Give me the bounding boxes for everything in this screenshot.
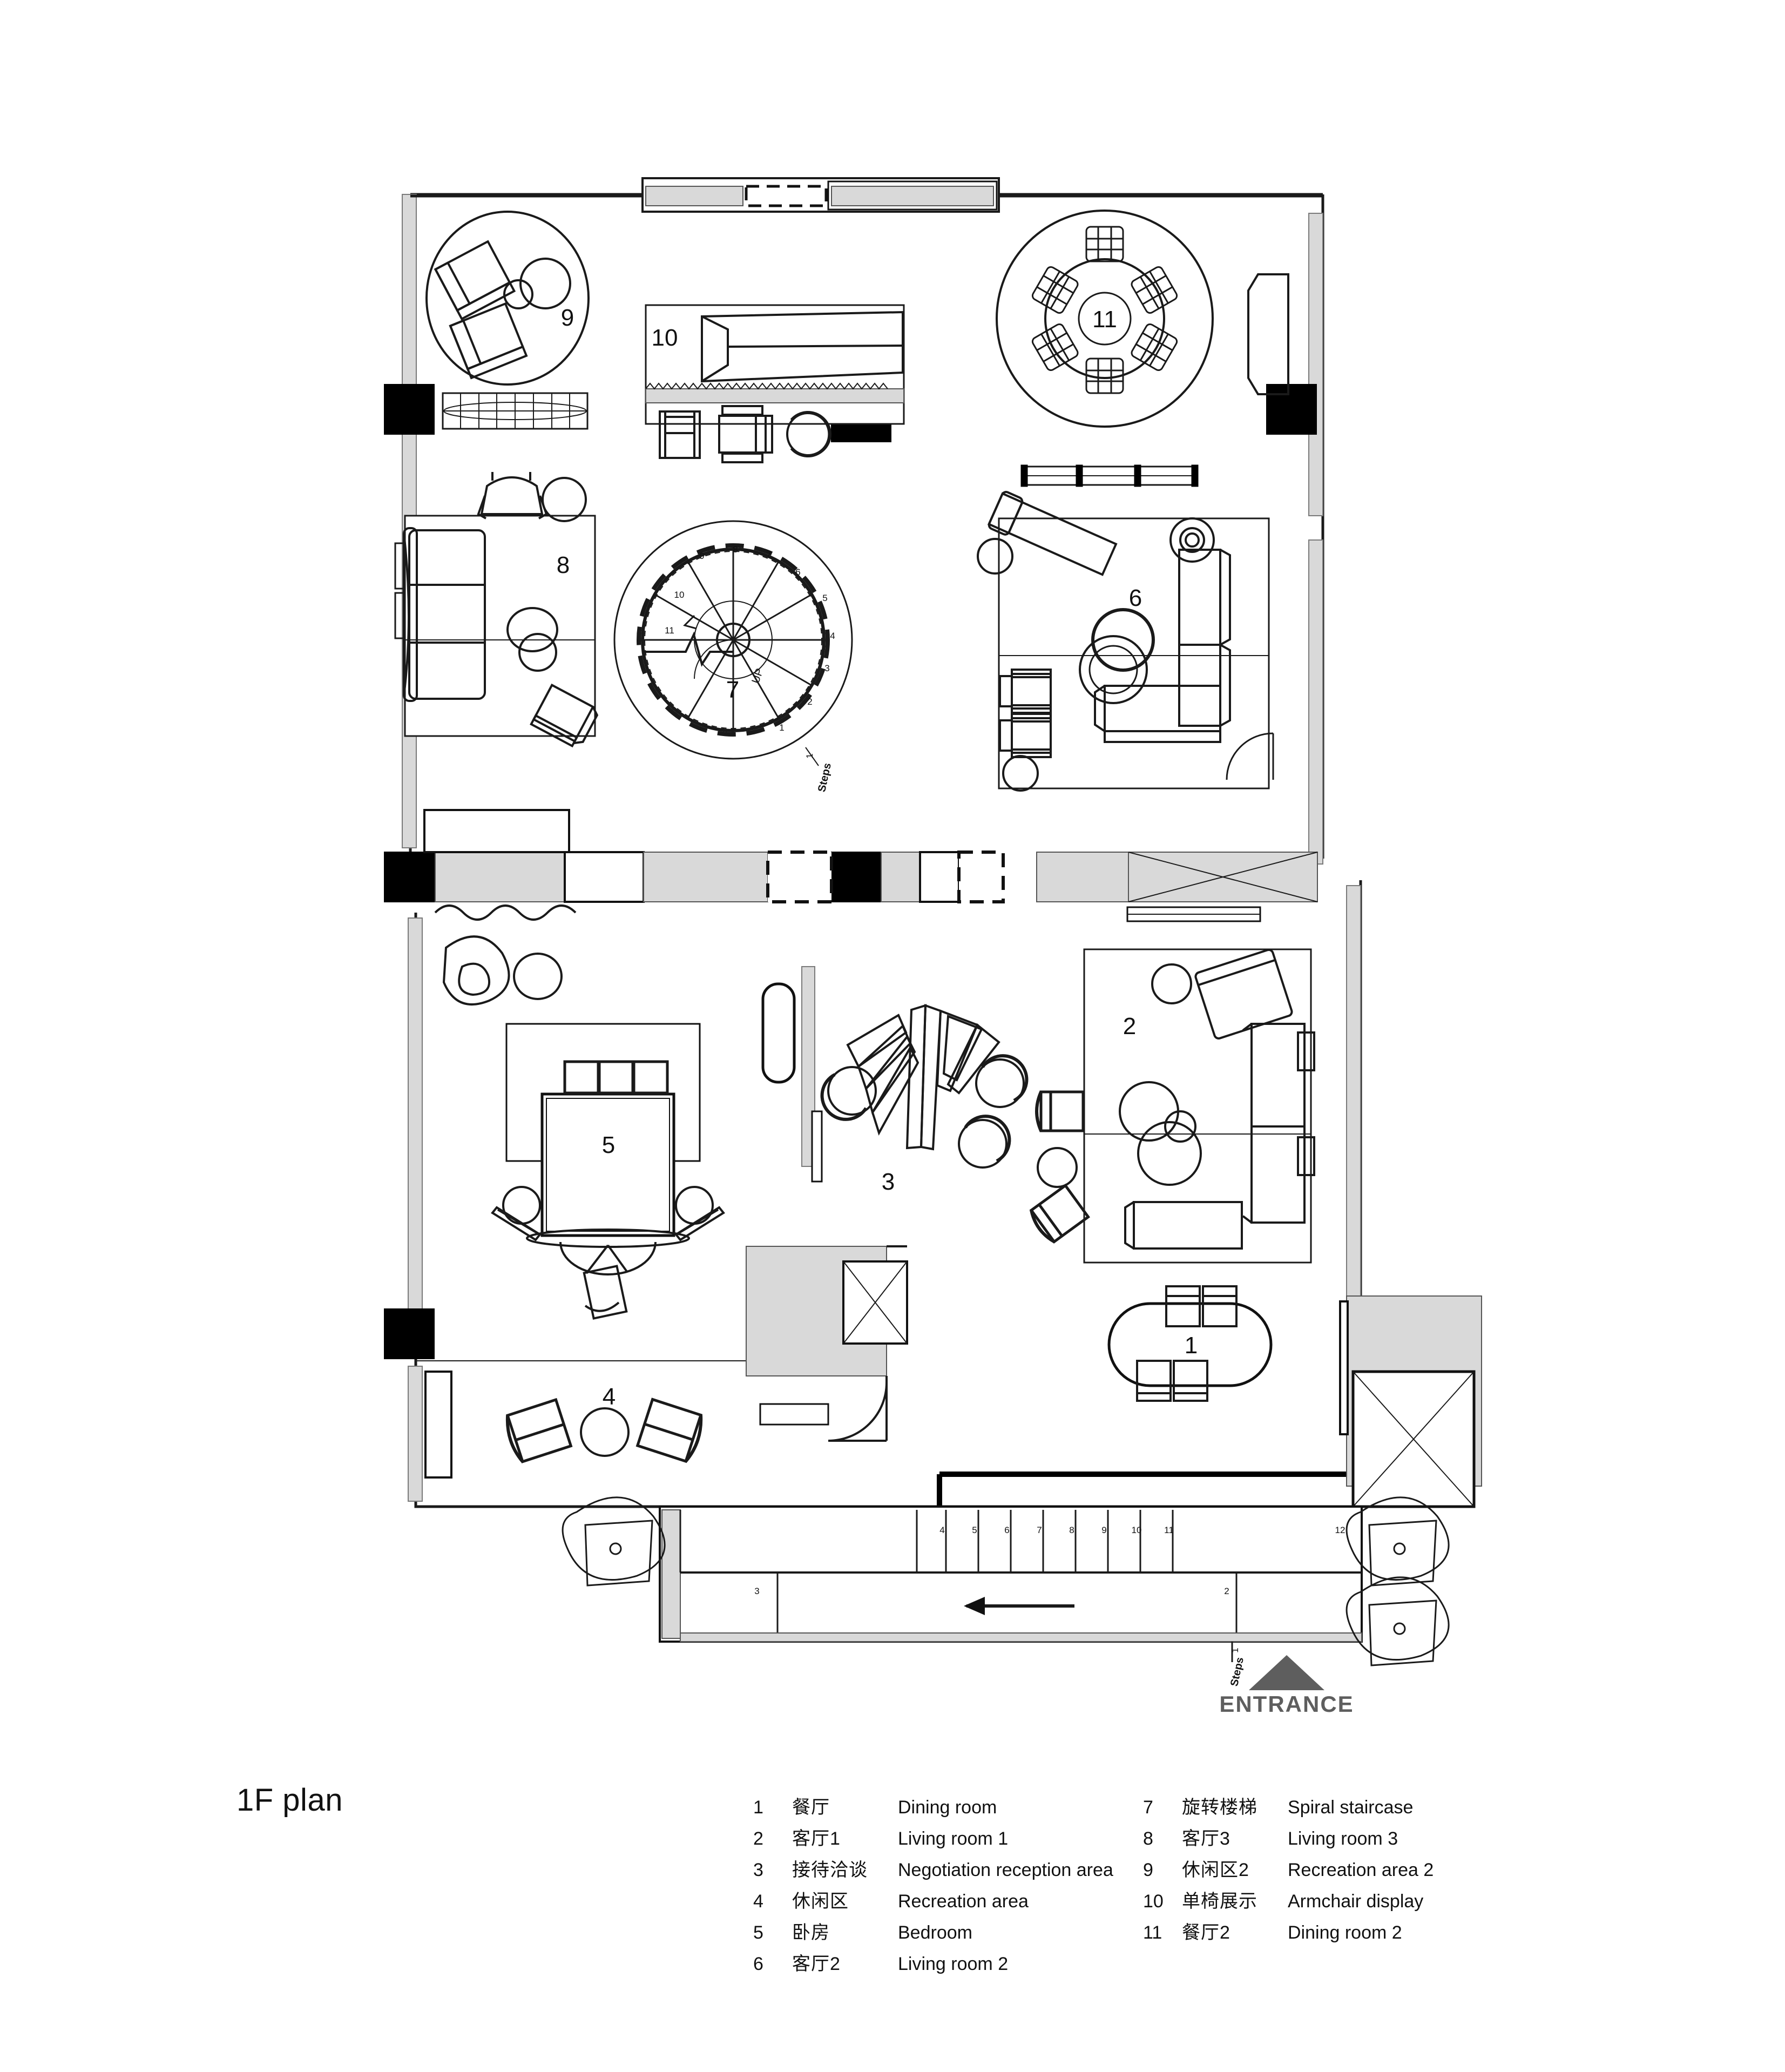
legend-row: 5 卧房 Bedroom [753, 1917, 1143, 1948]
exterior-tread-6: 6 [1004, 1525, 1010, 1535]
legend-number: 6 [753, 1954, 763, 1974]
legend-number: 7 [1143, 1797, 1153, 1818]
legend-label-en: Negotiation reception area [898, 1860, 1113, 1880]
room-3-negotiation-reception [820, 1004, 1029, 1169]
legend-number: 3 [753, 1860, 763, 1880]
legend-number: 9 [1143, 1860, 1153, 1880]
room-2-living-room-1 [1029, 948, 1315, 1264]
legend-number: 8 [1143, 1828, 1153, 1849]
legend-row: 11 餐厅2 Dining room 2 [1143, 1917, 1467, 1948]
exterior-tread-9: 9 [1101, 1525, 1107, 1535]
exterior-tread-12: 12 [1335, 1525, 1345, 1535]
legend-label-cn: 休闲区 [792, 1891, 849, 1912]
page-title: 1F plan [236, 1783, 343, 1818]
room-1-dining-room [1107, 1285, 1273, 1402]
legend-column-left: 1 餐厅 Dining room 2 客厅1 Living room 1 3 接… [753, 1792, 1143, 1980]
legend-number: 11 [1143, 1922, 1162, 1943]
room-8-living-room-3 [394, 472, 599, 748]
legend-label-en: Living room 2 [898, 1954, 1009, 1974]
legend-label-cn: 休闲区2 [1182, 1860, 1249, 1880]
spiral-tread-4: 4 [830, 631, 835, 641]
middle-wall-glazing [423, 809, 1318, 922]
exterior-tread-10: 10 [1131, 1525, 1142, 1535]
legend-label-en: Dining room 2 [1288, 1922, 1402, 1943]
exterior-tread-4: 4 [939, 1525, 945, 1535]
legend-label-cn: 客厅2 [792, 1954, 841, 1974]
legend-number: 2 [753, 1828, 763, 1849]
legend-number: 4 [753, 1891, 763, 1912]
legend-number: 10 [1143, 1891, 1164, 1912]
room-10-armchair-display [645, 304, 905, 463]
service-core-lower [746, 1245, 908, 1442]
partition-wall-center [761, 966, 823, 1183]
legend-label-cn: 餐厅2 [1182, 1922, 1230, 1943]
entry-first-tread-number: 1 [1230, 1648, 1240, 1653]
legend-label-cn: 餐厅 [792, 1797, 830, 1818]
entry-threshold [937, 1472, 1361, 1507]
room-7-spiral-staircase [613, 520, 853, 766]
legend-number: 5 [753, 1922, 763, 1943]
entrance-label: ENTRANCE [1219, 1691, 1354, 1717]
legend-label-en: Living room 1 [898, 1828, 1009, 1849]
spiral-tread-7: 7 [766, 550, 772, 560]
legend-label-en: Recreation area 2 [1288, 1860, 1434, 1880]
spiral-tread-1: 1 [779, 723, 785, 733]
spiral-tread-3: 3 [824, 663, 830, 673]
room-11-dining-room-2 [996, 210, 1289, 428]
legend-row: 3 接待洽谈 Negotiation reception area [753, 1854, 1143, 1886]
legend-row: 4 休闲区 Recreation area [753, 1886, 1143, 1917]
legend-number: 1 [753, 1797, 763, 1818]
legend-row: 9 休闲区2 Recreation area 2 [1143, 1854, 1467, 1886]
exterior-tread-7: 7 [1037, 1525, 1042, 1535]
room-5-bedroom [442, 935, 725, 1320]
spiral-tread-5: 5 [822, 593, 828, 603]
service-shaft-right [1339, 1295, 1482, 1508]
console-table-upper [1020, 464, 1199, 487]
legend-label-cn: 旋转楼梯 [1182, 1797, 1257, 1818]
exterior-tread-3: 3 [754, 1586, 760, 1596]
legend-label-en: Living room 3 [1288, 1828, 1398, 1849]
room-4-recreation-area [416, 1360, 804, 1479]
spiral-tread-11: 11 [665, 625, 674, 636]
room-6-living-room-2 [977, 491, 1274, 792]
spiral-tread-9: 9 [699, 551, 705, 561]
legend-label-cn: 卧房 [792, 1922, 830, 1943]
legend-row: 1 餐厅 Dining room [753, 1792, 1143, 1823]
exterior-tread-11: 11 [1164, 1525, 1174, 1535]
legend-label-en: Dining room [898, 1797, 997, 1818]
legend-label-en: Spiral staircase [1288, 1797, 1414, 1818]
room-9-recreation-area-2 [425, 211, 590, 430]
legend-label-en: Recreation area [898, 1891, 1029, 1912]
legend-column-right: 7 旋转楼梯 Spiral staircase 8 客厅3 Living roo… [1143, 1792, 1467, 1980]
legend-row: 10 单椅展示 Armchair display [1143, 1886, 1467, 1917]
exterior-tread-2: 2 [1224, 1586, 1229, 1596]
legend-label-cn: 客厅3 [1182, 1828, 1230, 1849]
legend-label-en: Armchair display [1288, 1891, 1424, 1912]
planter-shrubs [562, 1496, 1450, 1666]
entrance-marker [1249, 1655, 1324, 1690]
legend-row: 2 客厅1 Living room 1 [753, 1823, 1143, 1854]
legend-row: 6 客厅2 Living room 2 [753, 1948, 1143, 1980]
exterior-tread-5: 5 [972, 1525, 977, 1535]
exterior-tread-8: 8 [1069, 1525, 1074, 1535]
spiral-tread-2: 2 [807, 697, 813, 707]
legend-label-en: Bedroom [898, 1922, 972, 1943]
spiral-tread-10: 10 [674, 590, 685, 600]
legend-row: 7 旋转楼梯 Spiral staircase [1143, 1792, 1467, 1823]
legend: 1 餐厅 Dining room 2 客厅1 Living room 1 3 接… [753, 1792, 1467, 1980]
legend-label-cn: 接待洽谈 [792, 1860, 868, 1880]
top-sliding-window [410, 177, 1323, 213]
spiral-tread-8: 8 [733, 544, 738, 555]
legend-label-cn: 客厅1 [792, 1828, 841, 1849]
spiral-first-tread-number: 1 [804, 753, 815, 759]
legend-label-cn: 单椅展示 [1182, 1891, 1257, 1912]
spiral-tread-6: 6 [795, 567, 801, 577]
legend-row: 8 客厅3 Living room 3 [1143, 1823, 1467, 1854]
exterior-steps [659, 1506, 1363, 1662]
